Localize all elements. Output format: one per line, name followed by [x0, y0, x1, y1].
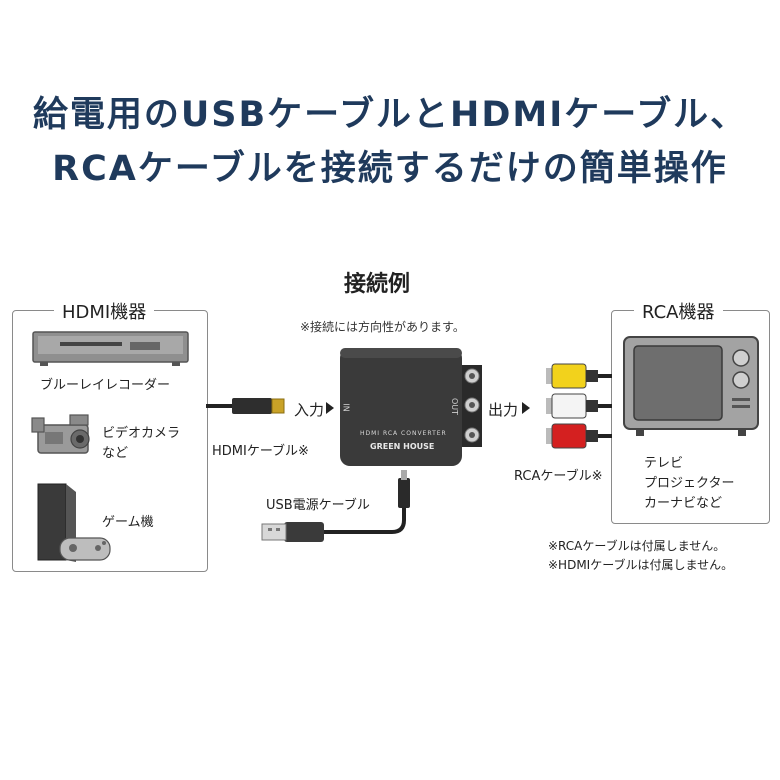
usb-cable-label: USB電源ケーブル — [266, 498, 370, 513]
hdmi-cable-label: HDMIケーブル※ — [212, 444, 309, 459]
headline-line-1: 給電用のUSBケーブルとHDMIケーブル、 — [32, 95, 748, 135]
device-label-bluray: ブルーレイレコーダー — [40, 378, 171, 393]
rca-device-line-tv: テレビ — [644, 456, 684, 471]
footnote-rca: ※RCAケーブルは付属しません。 — [548, 539, 726, 553]
game-console-icon — [37, 483, 111, 562]
converter-brand: GREEN HOUSE — [370, 442, 435, 451]
direction-note: ※接続には方向性があります。 — [300, 320, 465, 334]
device-label-game-console: ゲーム機 — [102, 515, 154, 530]
rca-cable-red — [546, 423, 612, 449]
output-label: 出力 — [488, 401, 519, 419]
converter-in-label: IN — [341, 403, 351, 412]
rca-device-line-projector: プロジェクター — [644, 476, 735, 491]
bluray-recorder-icon — [32, 331, 189, 366]
retro-tv-icon — [623, 336, 759, 436]
hdmi-panel-title: HDMI機器 — [54, 298, 155, 324]
device-label-video-camera: ビデオカメラ など — [102, 426, 181, 461]
converter-product-line: HDMI RCA CONVERTER — [360, 430, 447, 437]
hdmi-cable — [206, 398, 285, 414]
rca-cable-white — [546, 393, 612, 419]
rca-cable-yellow — [546, 363, 612, 389]
usb-power-cable — [261, 470, 410, 542]
rca-device-line-car-navi: カーナビなど — [644, 496, 723, 511]
diagram-title: 接続例 — [344, 272, 411, 297]
input-arrow-icon — [326, 402, 334, 414]
rca-cable-label: RCAケーブル※ — [514, 469, 603, 484]
converter-unit — [340, 348, 482, 466]
rca-panel-title: RCA機器 — [634, 298, 723, 324]
headline-line-2: RCAケーブルを接続するだけの簡単操作 — [52, 149, 728, 189]
converter-out-label: OUT — [450, 397, 460, 416]
output-arrow-icon — [522, 402, 530, 414]
footnote-hdmi: ※HDMIケーブルは付属しません。 — [548, 558, 734, 572]
input-label: 入力 — [294, 401, 325, 419]
video-camera-icon — [31, 414, 90, 454]
